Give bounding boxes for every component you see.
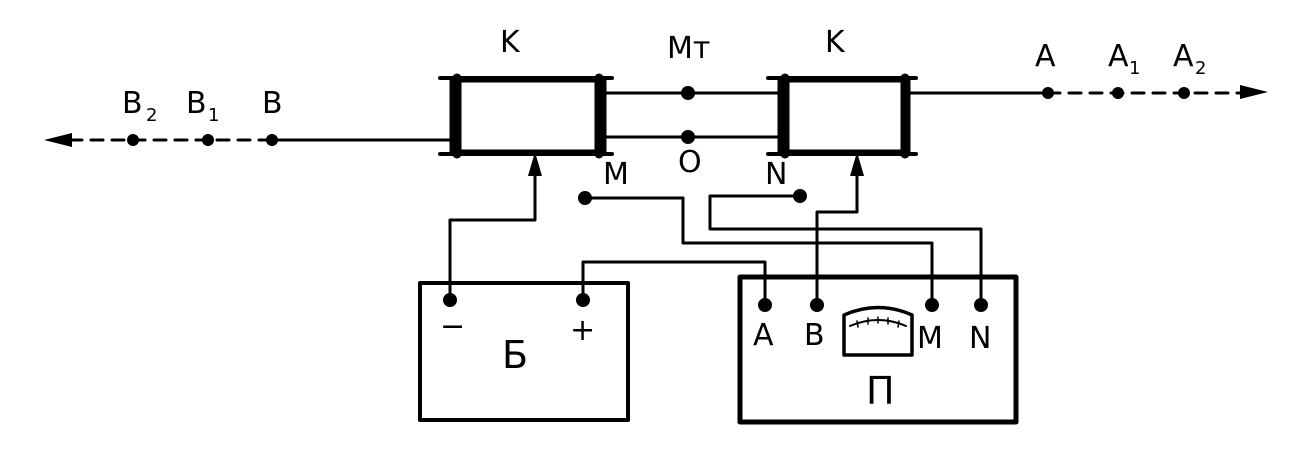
- arrow-right: [1240, 85, 1268, 99]
- point-a2: [1178, 87, 1190, 99]
- label-meter: П: [866, 369, 895, 413]
- label-b2-sub: 2: [146, 105, 157, 126]
- point-a: [1042, 87, 1054, 99]
- arrow-left: [44, 133, 72, 147]
- label-electrode-m: M: [603, 157, 629, 192]
- point-o: [681, 130, 695, 144]
- point-b2: [127, 134, 139, 146]
- battery: [418, 281, 630, 422]
- label-a1: A: [1108, 39, 1129, 74]
- label-coil-right: K: [825, 25, 846, 60]
- arrow-up-right-coil: [850, 152, 864, 176]
- label-o: О: [678, 145, 702, 180]
- label-meter-n: N: [969, 321, 991, 356]
- label-coil-left: K: [500, 25, 521, 60]
- wire-battery-plus-to-meter-a: [581, 260, 767, 307]
- label-b1: B: [186, 86, 207, 121]
- label-a2-sub: 2: [1195, 58, 1206, 79]
- point-a1: [1112, 87, 1124, 99]
- label-meter-m: M: [917, 321, 943, 356]
- label-b: B: [262, 86, 283, 121]
- wire-electrode-n-to-meter-n: [708, 194, 983, 307]
- label-battery-minus: −: [440, 309, 465, 344]
- label-battery: Б: [502, 333, 528, 377]
- point-b1: [202, 134, 214, 146]
- label-a: A: [1035, 39, 1056, 74]
- label-b1-sub: 1: [208, 105, 219, 126]
- point-mt: [681, 86, 695, 100]
- arrow-up-left-coil: [528, 152, 542, 176]
- label-mt: Мт: [667, 31, 710, 66]
- left-coil: [438, 73, 614, 159]
- wire-electrode-m-to-meter-m: [583, 196, 934, 307]
- label-a2: A: [1173, 39, 1194, 74]
- label-meter-a: A: [753, 318, 774, 353]
- label-a1-sub: 1: [1129, 58, 1140, 79]
- label-battery-plus: +: [570, 313, 595, 348]
- wire-battery-minus-to-left-coil: [448, 170, 537, 302]
- label-b2: B: [122, 86, 143, 121]
- label-electrode-n: N: [765, 157, 787, 192]
- label-meter-b: B: [804, 318, 825, 353]
- galvanometer-dial-icon: [842, 305, 914, 357]
- right-coil: [766, 73, 918, 159]
- wire-meter-b-to-right-coil: [815, 170, 859, 307]
- point-b: [266, 134, 278, 146]
